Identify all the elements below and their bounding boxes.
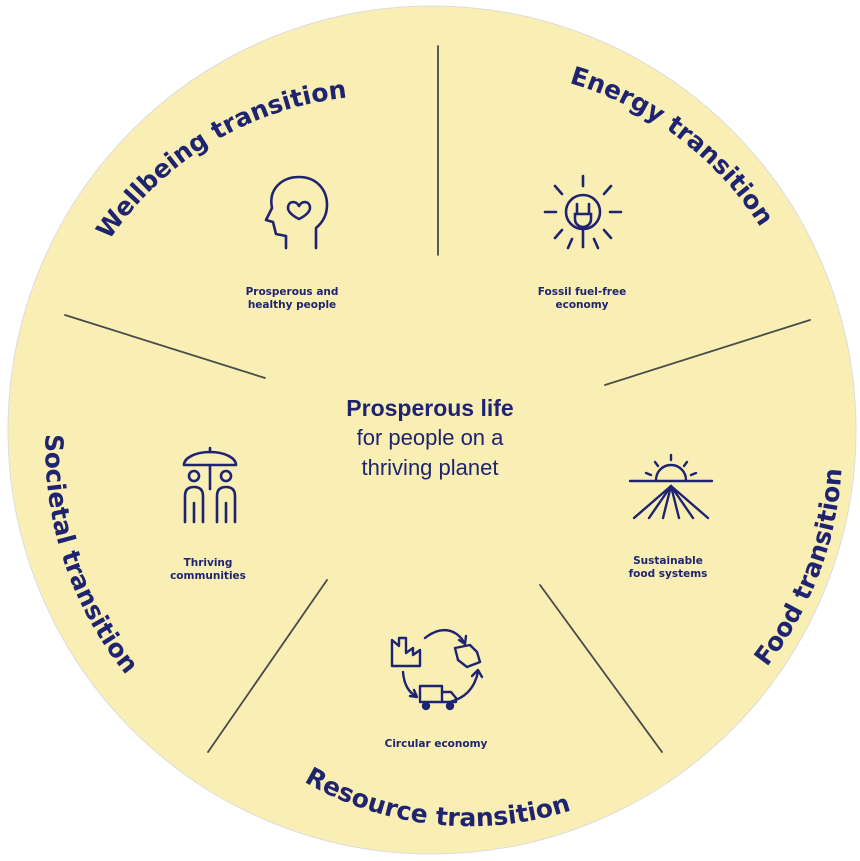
divider-line: [207, 579, 328, 753]
circular-supply-chain-icon: [390, 629, 484, 711]
goal-label-wellbeing: Prosperous and healthy people: [245, 286, 339, 311]
divider-line: [604, 319, 811, 386]
goal-label-food: Sustainable food systems: [628, 555, 708, 580]
divider-line: [64, 314, 266, 379]
sun-with-plug-icon: [543, 174, 623, 250]
center-title: Prosperous life: [346, 395, 514, 421]
goal-label-resource: Circular economy: [384, 738, 488, 750]
sunrise-over-field-icon: [628, 453, 714, 520]
goal-label-societal: Thriving communities: [170, 557, 246, 582]
background-circle: [7, 5, 857, 855]
center-message: Prosperous life for people on a thriving…: [300, 393, 560, 483]
head-with-heart-icon: [264, 175, 329, 250]
goal-label-energy: Fossil fuel-free economy: [537, 286, 627, 311]
people-under-umbrella-icon: [182, 446, 238, 524]
segment-dividers: [64, 45, 811, 753]
center-subtitle-line-2: thriving planet: [361, 455, 499, 480]
divider-line: [539, 584, 663, 753]
center-subtitle-line-1: for people on a: [356, 425, 504, 450]
